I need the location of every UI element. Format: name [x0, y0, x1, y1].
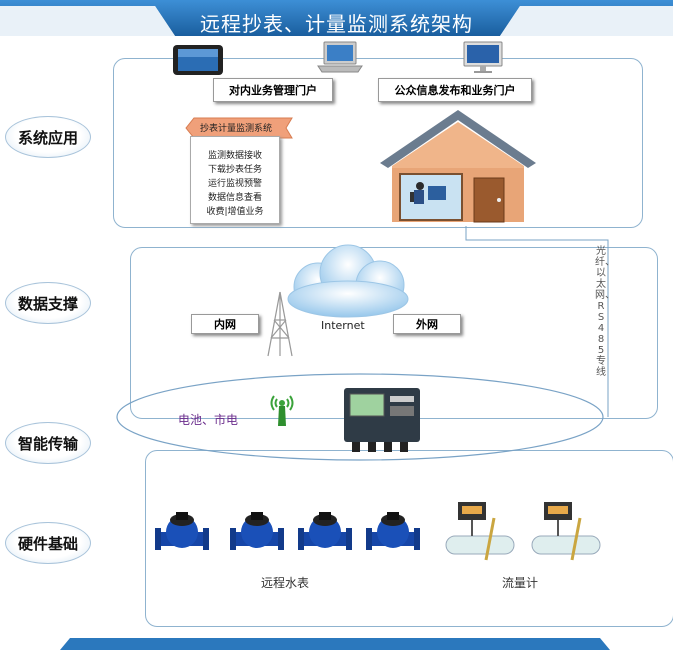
layer-transmission-label: 智能传输 [5, 422, 91, 464]
bottom-banner [60, 638, 610, 650]
title-banner [0, 0, 673, 36]
power-label: 电池、市电 [178, 413, 239, 427]
monitor-icon [463, 41, 503, 73]
laptop-icon [317, 41, 363, 73]
tablet-icon [173, 45, 223, 75]
monitoring-center-house-icon [380, 110, 536, 223]
water-meter-icon [366, 512, 420, 550]
flow-meter-icon [531, 502, 601, 561]
public-portal-box: 公众信息发布和业务门户 [378, 78, 532, 102]
water-meter-icon [298, 512, 352, 550]
system-function-box: 监测数据接收 下载抄表任务 运行监视预警 数据信息查看 收费|增值业务 [190, 136, 280, 224]
function-item: 数据信息查看 [207, 193, 262, 203]
function-item: 监测数据接收 [207, 151, 262, 161]
flow-meter-icon [445, 502, 515, 561]
layer-hardware-label: 硬件基础 [5, 522, 91, 564]
internet-label: Internet [321, 319, 365, 332]
tower-icon [267, 291, 293, 357]
cloud-icon [287, 244, 409, 318]
water-meter-icon [230, 512, 284, 550]
link-types-label: 光纤、以太网、RS485专线 [595, 246, 615, 378]
system-name: 抄表计量监测系统 [199, 124, 272, 134]
function-item: 运行监视预警 [207, 179, 262, 189]
flow-meter-label: 流量计 [502, 576, 539, 590]
water-meter-label: 远程水表 [261, 576, 310, 590]
internal-portal-box: 对内业务管理门户 [213, 78, 333, 102]
water-meter-icon [155, 512, 209, 550]
function-item: 收费|增值业务 [206, 207, 264, 217]
layer-application-label: 系统应用 [5, 116, 91, 158]
function-item: 下载抄表任务 [207, 165, 262, 175]
intranet-label: 内网 [191, 314, 259, 334]
extranet-label: 外网 [393, 314, 461, 334]
data-collector-icon [344, 388, 420, 452]
layer-data-support-label: 数据支撑 [5, 282, 91, 324]
diagram-title: 远程抄表、计量监测系统架构 [200, 12, 473, 36]
wireless-signal-icon [270, 395, 294, 426]
